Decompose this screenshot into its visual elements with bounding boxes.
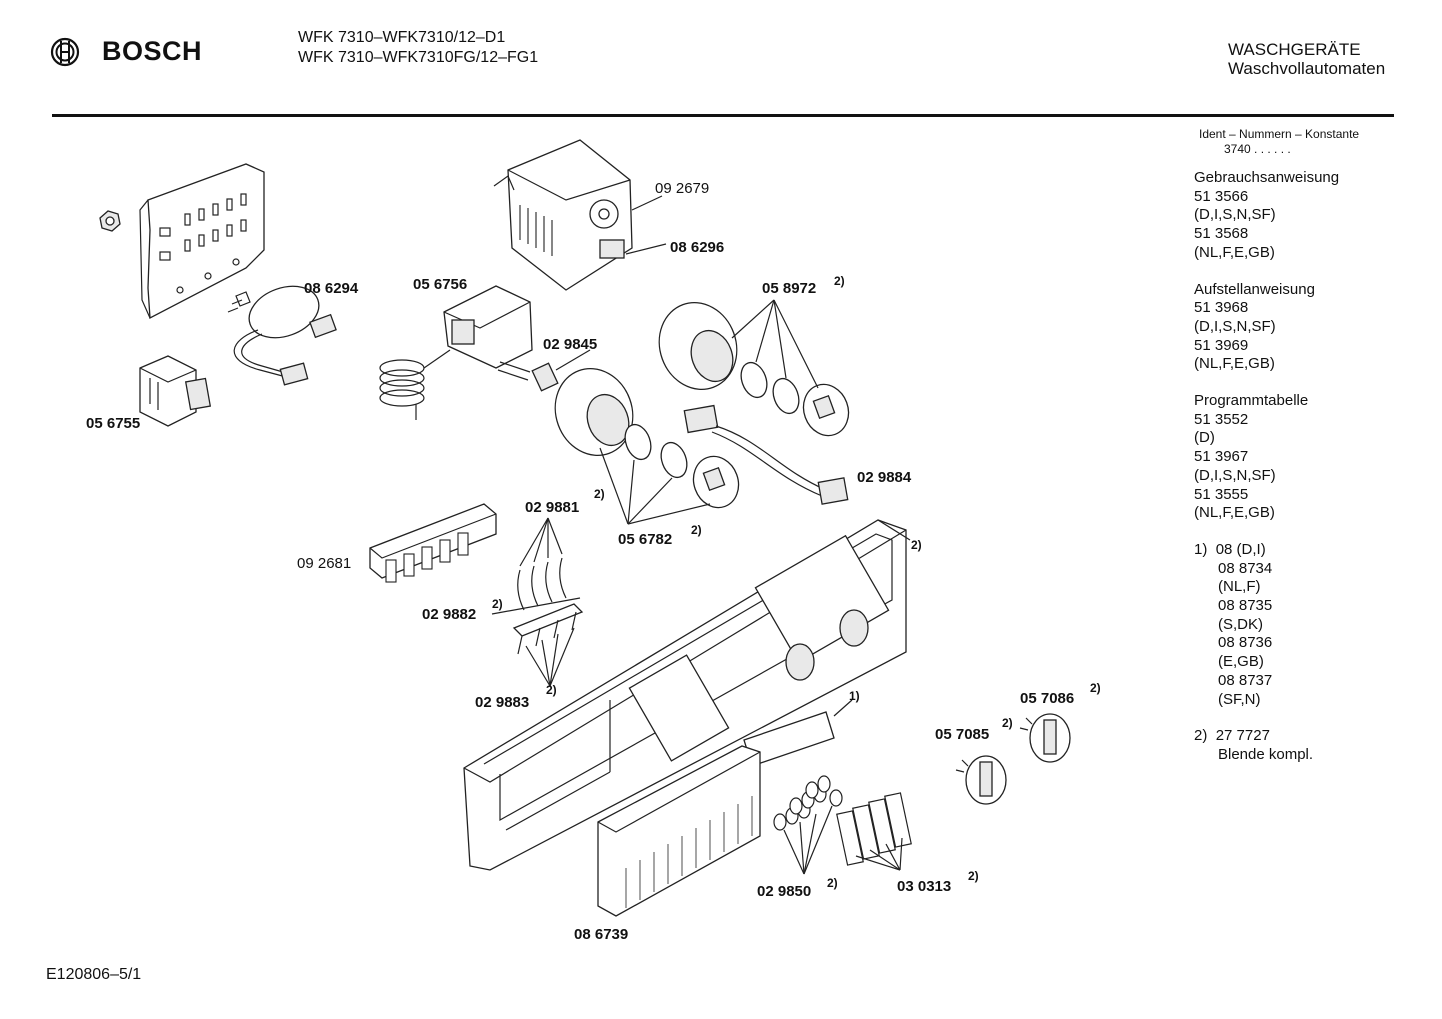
part-label-029883: 02 9883 [475, 694, 529, 711]
footnote-item: 08 8737 [1218, 671, 1273, 689]
footnote-1: 1) 08 (D,I) [1194, 541, 1359, 560]
springs-drawing [773, 775, 843, 875]
rotary-knob-right-drawing [1019, 713, 1071, 763]
knob-insert-upper-drawing [731, 299, 850, 437]
footnote-ref: 2) [691, 523, 702, 537]
footnote-2: 2) 27 7727 [1194, 727, 1359, 746]
footnote-marker: 2) [1194, 727, 1208, 745]
part-label-056755: 05 6755 [86, 415, 140, 432]
part-label-029882: 02 9882 [422, 606, 476, 623]
model-line-1: WFK 7310–WFK7310/12–D1 [298, 29, 506, 46]
wire-harness-drawing [683, 404, 849, 505]
part-label-086739: 08 6739 [574, 926, 628, 943]
doc-languages: (D,I,S,N,SF) [1194, 466, 1276, 484]
part-label-029881: 02 9881 [525, 499, 579, 516]
brand-logo: BOSCH [50, 36, 202, 67]
doc-number: 51 3968 [1194, 299, 1249, 317]
footnote-value: 08 (D,I) [1215, 540, 1266, 558]
contact-springs-drawing [491, 517, 584, 687]
part-label-056756: 05 6756 [413, 276, 467, 293]
push-buttons-drawing [836, 792, 912, 871]
doc-languages: (NL,F,E,GB) [1194, 243, 1275, 261]
control-panel-fascia-drawing [463, 519, 911, 871]
ident-value: 3740 . . . . . . [1224, 142, 1291, 156]
category-subtitle: Waschvollautomaten [1228, 59, 1386, 78]
footnote-ref: 2) [492, 597, 503, 611]
part-label-030313: 03 0313 [897, 878, 951, 895]
part-label-092679: 09 2679 [655, 180, 709, 197]
bosch-armature-logo-icon [50, 37, 80, 66]
footnote-ref: 2) [968, 869, 979, 883]
ident-label: Ident – Nummern – Konstante [1199, 127, 1360, 141]
gebrauchsanweisung-heading: Gebrauchsanweisung [1194, 169, 1340, 186]
header-divider [52, 114, 1394, 117]
footnote-value: 27 7727 [1215, 727, 1270, 745]
knob-insert-lower-drawing [599, 423, 740, 525]
programmtabelle-heading: Programmtabelle [1194, 392, 1309, 410]
doc-number: 51 3969 [1194, 336, 1249, 354]
capacitor-drawing [227, 285, 337, 386]
part-label-029850: 02 9850 [757, 883, 811, 900]
part-label-056782: 05 6782 [618, 531, 672, 548]
footnote-ref: 1) [849, 689, 860, 703]
part-label-058972: 05 8972 [762, 280, 816, 297]
doc-number: 51 3552 [1194, 410, 1249, 428]
part-label-057086: 05 7086 [1020, 690, 1074, 707]
aufstellanweisung-heading: Aufstellanweisung [1194, 280, 1315, 298]
doc-languages: (NL,F,E,GB) [1194, 355, 1275, 373]
part-label-092681: 09 2681 [297, 555, 351, 572]
document-index: Ident – Nummern – Konstante 3740 . . . .… [1194, 127, 1359, 765]
hex-nut-drawing [99, 210, 121, 232]
footnote-ref: 2) [594, 487, 605, 501]
programmer-unit-drawing [493, 139, 667, 291]
mounting-plate-drawing [139, 163, 265, 320]
part-label-086294: 08 6294 [304, 280, 359, 297]
footnote-ref: 2) [1090, 681, 1101, 695]
footnote-ref: 2) [1002, 716, 1013, 730]
footnote-languages: (E,GB) [1218, 653, 1264, 671]
footnote-item: 08 8734 [1218, 559, 1273, 577]
doc-number: 51 3566 [1194, 187, 1249, 205]
doc-languages: (D,I,S,N,SF) [1194, 206, 1276, 224]
model-designation: WFK 7310–WFK7310/12–D1 WFK 7310–WFK7310F… [298, 28, 538, 68]
part-label-057085: 05 7085 [935, 726, 989, 743]
knob-cap-lower-drawing [554, 368, 634, 456]
footnote-item: 08 8736 [1218, 634, 1273, 652]
panel-flap-drawing [597, 745, 761, 917]
part-label-029845: 02 9845 [543, 336, 597, 353]
doc-number: 51 3555 [1194, 485, 1249, 503]
model-line-2: WFK 7310–WFK7310FG/12–FG1 [298, 49, 539, 66]
footnote-ref: 2) [911, 538, 922, 552]
doc-number: 51 3967 [1194, 448, 1249, 466]
doc-languages: (D) [1194, 429, 1215, 447]
footnote-languages: (NL,F) [1218, 578, 1261, 596]
rotary-knob-left-drawing [955, 755, 1007, 805]
doc-languages: (D,I,S,N,SF) [1194, 317, 1276, 335]
part-label-029884: 02 9884 [857, 469, 912, 486]
doc-number: 51 3568 [1194, 225, 1249, 243]
transformer-drawing [139, 355, 212, 427]
footnote-languages: (SF,N) [1218, 690, 1261, 708]
footnote-ref: 2) [546, 683, 557, 697]
category-title: WASCHGERÄTE [1228, 40, 1361, 59]
brand-name: BOSCH [102, 36, 203, 66]
pushbutton-switch-block-drawing [369, 503, 497, 583]
footnote-text: Blende kompl. [1218, 745, 1314, 763]
footnote-ref: 2) [834, 274, 845, 288]
footnote-languages: (S,DK) [1218, 615, 1263, 633]
part-label-086296: 08 6296 [670, 239, 724, 256]
bushing-drawing [531, 349, 591, 392]
footnote-marker: 1) [1194, 540, 1208, 558]
knob-cap-upper-drawing [658, 302, 738, 390]
product-category: WASCHGERÄTE Waschvollautomaten [1228, 40, 1385, 78]
footnote-item: 08 8735 [1218, 597, 1273, 615]
footnote-ref: 2) [827, 876, 838, 890]
pressure-switch-drawing [379, 285, 533, 420]
drawing-code: E120806–5/1 [46, 966, 142, 983]
doc-languages: (NL,F,E,GB) [1194, 504, 1275, 522]
